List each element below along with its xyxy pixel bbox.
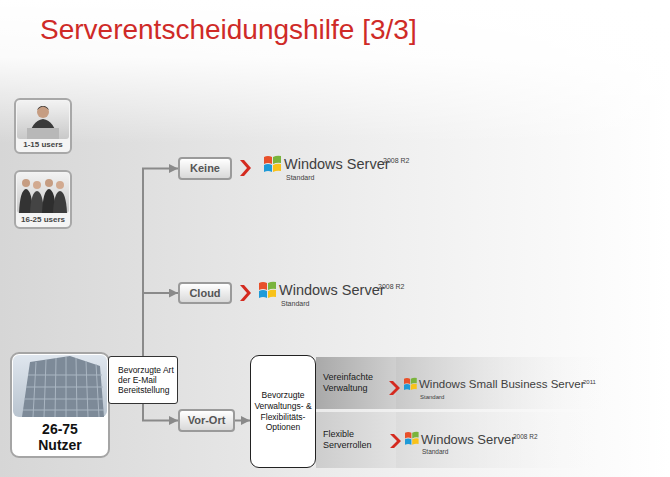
red-chevron [390, 434, 401, 448]
flag-blue [404, 384, 410, 390]
flag-blue [264, 164, 272, 172]
flag-blue [405, 438, 411, 444]
logo-text: Windows Server [279, 282, 385, 298]
person-body [19, 189, 33, 213]
user-hair [37, 106, 49, 110]
node-text: Bevorzugte Verwaltungs- & Flexibilitäts-… [253, 390, 313, 433]
option-button: Vor-Ort [178, 409, 235, 432]
logo-text: Windows Small Business Server [419, 378, 585, 390]
flag-blue [259, 290, 267, 298]
flag-green [412, 432, 418, 439]
node-text: 1-15 users [23, 141, 63, 149]
option-band: Vereinfachte Verwaltung [316, 357, 396, 409]
logo-text: Standard [281, 300, 309, 307]
decision-box: Bevorzugte Art der E-Mail Bereitstellung [108, 356, 178, 404]
flag-yellow [412, 438, 418, 445]
red-chevron [240, 160, 251, 176]
node-text: Cloud [189, 288, 220, 299]
user-body [29, 119, 57, 139]
windows-flag [259, 282, 276, 298]
flag-green [268, 282, 276, 290]
logo-text: Standard [420, 394, 444, 400]
person-head [45, 179, 53, 187]
decision-box: Bevorzugte Verwaltungs- & Flexibilitäts-… [250, 355, 316, 468]
building-photo [13, 355, 107, 417]
connector-arrow [143, 404, 178, 421]
flag-red [264, 156, 272, 164]
building [22, 356, 104, 417]
logo-text: 2011 [583, 379, 596, 385]
flag-red [405, 432, 411, 438]
user-group-icon: 1-15 users [14, 98, 72, 154]
node-text: 26-75 Nutzer [29, 421, 91, 453]
connector-arrow [143, 169, 178, 357]
flag-yellow [268, 290, 276, 298]
building-grid [23, 357, 104, 417]
connector-arrow [143, 293, 178, 356]
logo-text: 2008 R2 [378, 283, 404, 290]
windows-flag [404, 378, 417, 390]
user-group-icon: 16-25 users [14, 170, 72, 229]
red-chevron [389, 381, 400, 395]
node-text: Keine [190, 163, 220, 174]
diagram-title: Serverentscheidungshilfe [3/3] [40, 14, 417, 46]
user-head [37, 106, 49, 118]
group-photo [17, 173, 69, 213]
flag-red [259, 282, 267, 290]
node-text: Vor-Ort [188, 415, 226, 426]
logo-text: Windows Server [284, 156, 390, 172]
windows-flag [264, 156, 281, 172]
flag-yellow [411, 384, 417, 390]
flag-green [411, 378, 417, 384]
red-chevron [240, 285, 251, 301]
user-group-box: 26-75 Nutzer [10, 352, 110, 458]
option-stripe [396, 412, 626, 468]
person-body [42, 189, 56, 213]
node-text: Flexible Serverrollen [323, 429, 392, 451]
person-head [56, 181, 64, 189]
connector-arrow [235, 420, 250, 422]
node-text: Vereinfachte Verwaltung [323, 372, 392, 394]
logo-text: Windows Server [421, 432, 516, 447]
logo-text: Standard [422, 448, 448, 455]
option-button: Cloud [178, 282, 232, 304]
node-text: 16-25 users [21, 216, 65, 224]
flag-green [273, 156, 281, 164]
logo-text: 2008 R2 [383, 157, 409, 164]
flag-red [404, 378, 410, 384]
user-photo [17, 101, 69, 139]
option-band: Flexible Serverrollen [316, 412, 396, 468]
windows-flag [405, 432, 419, 445]
person-head [33, 181, 41, 189]
flag-yellow [273, 164, 281, 172]
person-body [30, 191, 44, 213]
logo-text: Standard [286, 174, 314, 181]
option-button: Keine [178, 157, 232, 180]
laptop [27, 128, 59, 139]
node-text: Bevorzugte Art der E-Mail Bereitstellung [118, 365, 174, 396]
logo-text: 2008 R2 [513, 433, 538, 440]
option-stripe [396, 357, 626, 409]
person-body [53, 191, 67, 213]
person-head [22, 179, 30, 187]
